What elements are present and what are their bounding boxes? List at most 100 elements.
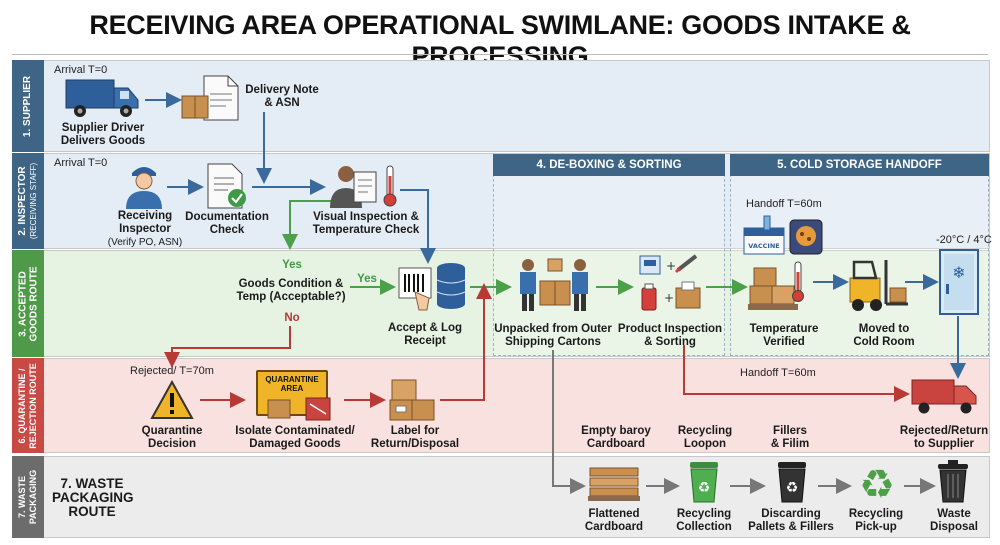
arrival-supplier-time: Arrival T=0: [54, 64, 108, 76]
product-inspection-icon: + +: [639, 254, 701, 311]
forklift-icon: [849, 260, 908, 311]
temp-range-label: -20°C / 4°C: [936, 234, 992, 246]
page-title: RECEIVING AREA OPERATIONAL SWIMLANE: GOO…: [89, 10, 911, 71]
label-reccol-l1: Recycling: [676, 508, 732, 520]
svg-text:♻: ♻: [786, 480, 799, 496]
label-empty-l2: Cardboard: [586, 438, 646, 450]
label-fillers-l2: & Filim: [770, 438, 810, 450]
cold-header: 5. COLD STORAGE HANDOFF: [730, 154, 989, 176]
label-doc-l1: Documentation: [185, 211, 269, 223]
label-yes-1: Yes: [282, 259, 302, 271]
svg-text:+: +: [666, 259, 676, 273]
lane-tab-inspector: 2. INSPECTOR(RECEIVING STAFF): [12, 153, 44, 249]
label-moved-l1: Moved to: [858, 323, 910, 335]
label-cond-l1: Goods Condition &: [238, 278, 344, 290]
label-flat-l1: Flattened: [588, 508, 640, 520]
label-doc-l2: Check: [209, 224, 245, 236]
waste-route-line1: 7. WASTE: [60, 476, 124, 491]
label-unpack-l1: Unpacked from Outer: [494, 323, 612, 335]
accept-log-icon: [398, 263, 466, 311]
vaccine-package-icon: VACCINE: [743, 215, 823, 255]
arrow-condition-to-quarantine: [164, 326, 291, 368]
label-prodinsp-l2: & Sorting: [644, 336, 696, 348]
rejected-time: Rejected/ T=70m: [130, 365, 214, 377]
label-reccol-l2: Collection: [676, 521, 732, 533]
arrow-visual-to-condition: [282, 200, 338, 250]
recycling-pickup-icon: ♻: [859, 462, 895, 504]
cold-room-door-icon: ❄: [939, 249, 979, 315]
label-isolate-l1: Isolate Contaminated/: [235, 425, 355, 437]
temperature-verified-icon: [748, 261, 804, 310]
lane-waste-bg: [12, 456, 990, 538]
warning-icon: [150, 380, 194, 419]
deboxing-header-text: 4. DE-BOXING & SORTING: [536, 159, 682, 171]
label-goods-condition: Goods Condition &Temp (Acceptable?): [236, 278, 345, 304]
label-visual-l1: Visual Inspection &: [313, 211, 419, 223]
label-quar-l1: Quarantine: [141, 425, 203, 437]
documentation-check-icon: [207, 163, 246, 209]
arrow-unpack-to-flattened: [552, 350, 586, 494]
label-unpack-l2: Shipping Cartons: [505, 336, 601, 348]
damaged-boxes-icon: [267, 397, 331, 421]
vaccine-box-text: VACCINE: [748, 242, 779, 250]
svg-text:♻: ♻: [859, 462, 895, 504]
label-tempver-l2: Verified: [763, 336, 805, 348]
label-receiving-l3: (Verify PO, ASN): [107, 237, 183, 248]
waste-route-line3: ROUTE: [68, 504, 116, 519]
cold-header-text: 5. COLD STORAGE HANDOFF: [777, 159, 942, 171]
waste-route-line2: PACKAGING: [52, 490, 134, 505]
label-delivery-note-l2: & ASN: [264, 97, 300, 109]
arrival-inspector-time: Arrival T=0: [54, 157, 108, 169]
label-receiving-l1: Receiving: [117, 210, 173, 222]
label-recloop-l2: Loopon: [683, 438, 727, 450]
label-delivery-note-l1: Delivery Note: [245, 84, 319, 96]
discard-bin-icon: ♻: [778, 462, 806, 503]
label-quar-l2: Decision: [148, 438, 196, 450]
label-accept-l1: Accept & Log: [387, 322, 463, 334]
arrow-visual-to-accept: [400, 189, 436, 264]
delivery-truck-icon: [65, 79, 139, 117]
lane-accepted-bg: [12, 250, 990, 357]
receiving-inspector-icon: [126, 167, 162, 209]
label-rejret-l2: to Supplier: [913, 438, 975, 450]
deboxing-section: [493, 154, 725, 356]
label-product-inspection: Product Inspection& Sorting: [618, 323, 722, 349]
label-visual-inspection: Visual Inspection &Temperature Check: [313, 211, 420, 237]
label-delivery-note: Delivery Note& ASN: [245, 84, 319, 110]
unpacking-workers-icon: [520, 258, 588, 311]
flattened-cardboard-icon: [588, 467, 640, 501]
handoff-cold-time: Handoff T=60m: [746, 198, 822, 210]
label-isolate-l2: Damaged Goods: [249, 438, 341, 450]
label-wastedisp-l1: Waste: [937, 508, 971, 520]
label-cond-l2: Temp (Acceptable?): [236, 291, 346, 303]
label-empty-l1: Empty baroy: [581, 425, 651, 437]
label-accept-l2: Receipt: [404, 335, 446, 347]
label-no: No: [284, 312, 300, 324]
label-prodinsp-l1: Product Inspection: [617, 323, 723, 335]
label-rejret-l1: Rejected/Return: [899, 425, 989, 437]
waste-bin-icon: [938, 460, 968, 503]
quarantine-sign-line2: AREA: [280, 384, 304, 393]
title-divider: [12, 54, 988, 55]
arrow-label-to-accept: [440, 283, 492, 401]
label-supplier-driver-l1: Supplier Driver: [61, 122, 145, 134]
label-fillers-l1: Fillers: [773, 425, 807, 437]
return-truck-icon: [911, 379, 977, 414]
label-moved-l2: Cold Room: [853, 336, 915, 348]
label-yes-2: Yes: [357, 273, 377, 285]
svg-text:❄: ❄: [952, 263, 965, 282]
svg-text:♻: ♻: [698, 480, 711, 496]
